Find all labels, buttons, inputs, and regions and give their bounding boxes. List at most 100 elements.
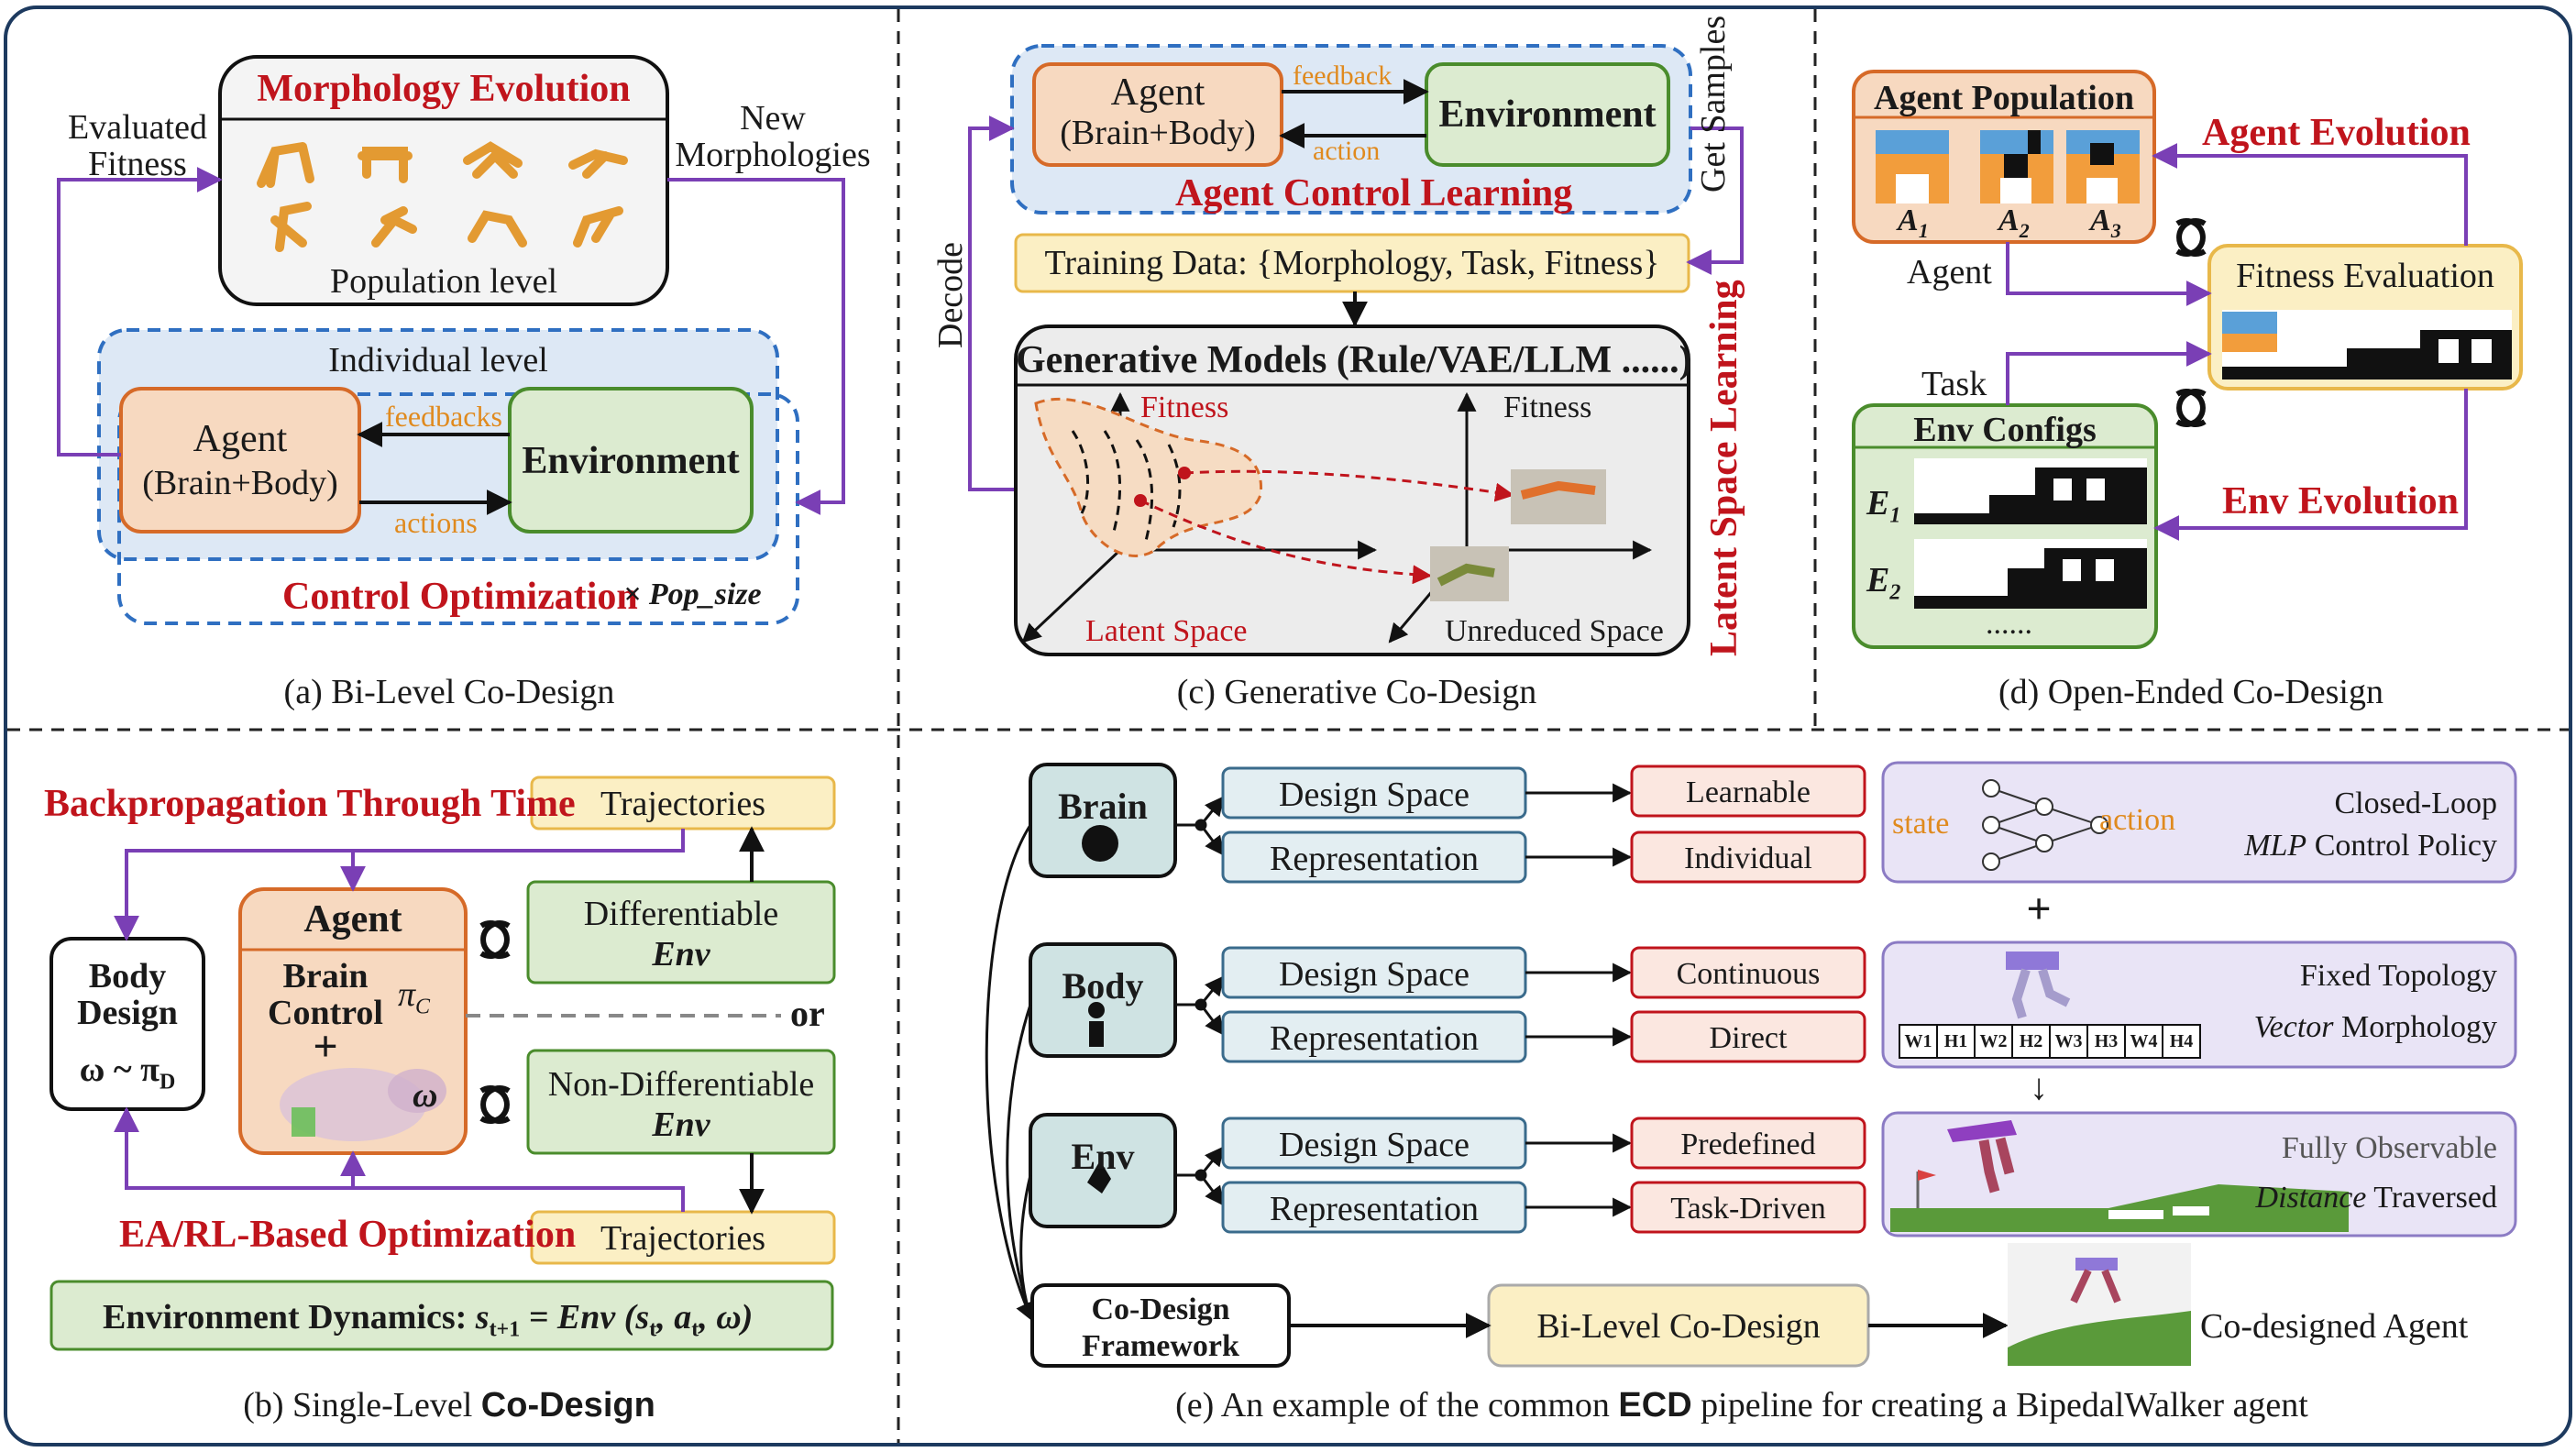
action-label-c: action [1313, 136, 1381, 166]
omega-label-b: ω [413, 1076, 438, 1115]
population-level-label: Population level [329, 262, 558, 301]
new-morphologies-arrow [667, 178, 845, 515]
brain-label-e: Brain [1058, 786, 1148, 827]
robot-image-2-body [1437, 563, 1495, 587]
nondiff-env-label: Env [652, 1106, 710, 1144]
branch-connectors [1175, 796, 1225, 1206]
env-space-value: Predefined [1680, 1128, 1816, 1161]
body-person-torso-icon [1089, 1021, 1104, 1047]
body-rep-value: Direct [1709, 1021, 1788, 1055]
environment-box-a [508, 387, 754, 534]
differentiable-env-box [526, 880, 836, 984]
agent-grid-a2 [1980, 130, 2053, 204]
task-label: Task [1921, 365, 1987, 403]
task-to-fitness-arrow [2006, 341, 2212, 405]
or-label: or [790, 993, 825, 1034]
brain-space-value: Learnable [1686, 776, 1811, 809]
framework-label-2: Framework [1082, 1329, 1239, 1363]
dots-label: ...... [1986, 607, 2032, 641]
brain-design-space: Design Space [1279, 776, 1470, 814]
bptt-label: Backpropagation Through Time [44, 783, 576, 825]
new-label: New [740, 99, 806, 138]
action-label-e: action [2099, 803, 2176, 837]
walker-scene-image [1890, 1120, 2349, 1232]
vector-cell-2: H1 [1943, 1031, 1968, 1051]
environment-label-a: Environment [522, 440, 740, 482]
body-box [1029, 942, 1177, 1058]
panel-d [1852, 70, 2523, 649]
vector-cell-7: W4 [2130, 1031, 2158, 1051]
agent-box-a [119, 387, 361, 534]
fixed-topology-label: Fixed Topology [2299, 959, 2497, 993]
body-label-e: Body [1062, 965, 1144, 1006]
dynamics-label: Environment Dynamics: st+1 = Env (st, at… [103, 1298, 754, 1342]
latent-axis-x [1021, 548, 1122, 644]
vector-cell-6: H3 [2094, 1031, 2119, 1051]
plus-label-b: + [313, 1022, 338, 1071]
vector-cell-1: W1 [1904, 1031, 1932, 1051]
agent-to-fitness-arrow [2006, 242, 2212, 306]
diff-env-label: Env [652, 935, 710, 974]
morphology-evolution-title: Morphology Evolution [257, 68, 631, 110]
env-configs-title: Env Configs [1913, 411, 2097, 449]
evaluated-label: Evaluated [68, 108, 207, 147]
caption-a: (a) Bi-Level Co-Design [283, 673, 615, 711]
non-differentiable-label: Non-Differentiable [547, 1065, 815, 1104]
task-box [1881, 1111, 2517, 1238]
actions-label-a: actions [394, 506, 478, 539]
bear-head-image [388, 1069, 446, 1113]
agent-box-c [1032, 62, 1283, 167]
env-design-space: Design Space [1279, 1126, 1470, 1164]
caption-b: (b) Single-Level Co-Design [243, 1386, 655, 1424]
e2-label: E2 [1866, 561, 1901, 605]
get-samples-arrow [1686, 126, 1744, 275]
pop-size-label: × Pop_size [623, 578, 762, 611]
fitness-contours [1071, 430, 1182, 542]
outer-frame [4, 6, 2572, 1446]
cycle-icon-2 [479, 1085, 511, 1124]
generative-models-title: Generative Models (Rule/VAE/LLM ......) [1016, 339, 1692, 381]
env-label-e: Env [1071, 1136, 1135, 1177]
bear-leg-image [292, 1107, 315, 1137]
trajectories-top-label: Trajectories [600, 785, 766, 823]
cycle-icon-4 [2175, 389, 2207, 427]
pi-c-label: πC [398, 975, 431, 1019]
non-differentiable-env-box [526, 1049, 836, 1155]
caption-d: (d) Open-Ended Co-Design [1998, 673, 2383, 711]
get-samples-label: Get Samples [1694, 15, 1733, 192]
trajectories-bottom-label: Trajectories [600, 1219, 766, 1258]
fitness-loop-arrow [57, 167, 223, 456]
policy-box [1881, 761, 2517, 884]
brain-body-label-a: (Brain+Body) [142, 464, 338, 502]
ea-rl-arrow-body [114, 1106, 685, 1212]
unreduced-space-label: Unreduced Space [1445, 614, 1664, 648]
fully-observable-label: Fully Observable [2281, 1131, 2497, 1165]
body-person-icon [1088, 1002, 1105, 1018]
vector-cell-8: H4 [2169, 1031, 2194, 1051]
control-label-b: Control [268, 994, 383, 1032]
decode-label: Decode [931, 241, 970, 348]
agent-evolution-label: Agent Evolution [2202, 112, 2471, 154]
training-data-label: Training Data: {Morphology, Task, Fitnes… [1044, 244, 1660, 282]
body-to-framework-curve [1006, 1004, 1034, 1321]
caption-e: (e) An example of the common ECD pipelin… [1175, 1386, 2308, 1424]
env-to-framework-curve [1019, 1174, 1034, 1321]
brain-body-label-c: (Brain+Body) [1060, 114, 1256, 152]
env-config-e2-image [1914, 539, 2147, 609]
caption-c: (c) Generative Co-Design [1176, 673, 1537, 711]
latent-space-label: Latent Space [1085, 614, 1248, 648]
body-label: Body [88, 957, 167, 996]
panel-b [50, 776, 836, 1351]
codesigned-agent-image [2008, 1243, 2191, 1366]
panel-e [985, 761, 2517, 1368]
environment-box-c [1425, 62, 1670, 167]
robot-image-2 [1430, 546, 1509, 601]
a2-label: A2 [1998, 204, 2030, 242]
agent-label-a: Agent [193, 418, 288, 460]
ea-rl-label: EA/RL-Based Optimization [119, 1214, 577, 1256]
plus-label-e: + [2026, 885, 2052, 933]
agent-control-learning-label: Agent Control Learning [1175, 172, 1573, 214]
brain-box [1029, 763, 1177, 878]
brain-representation: Representation [1270, 840, 1479, 878]
feedback-label-c: feedback [1293, 60, 1393, 91]
